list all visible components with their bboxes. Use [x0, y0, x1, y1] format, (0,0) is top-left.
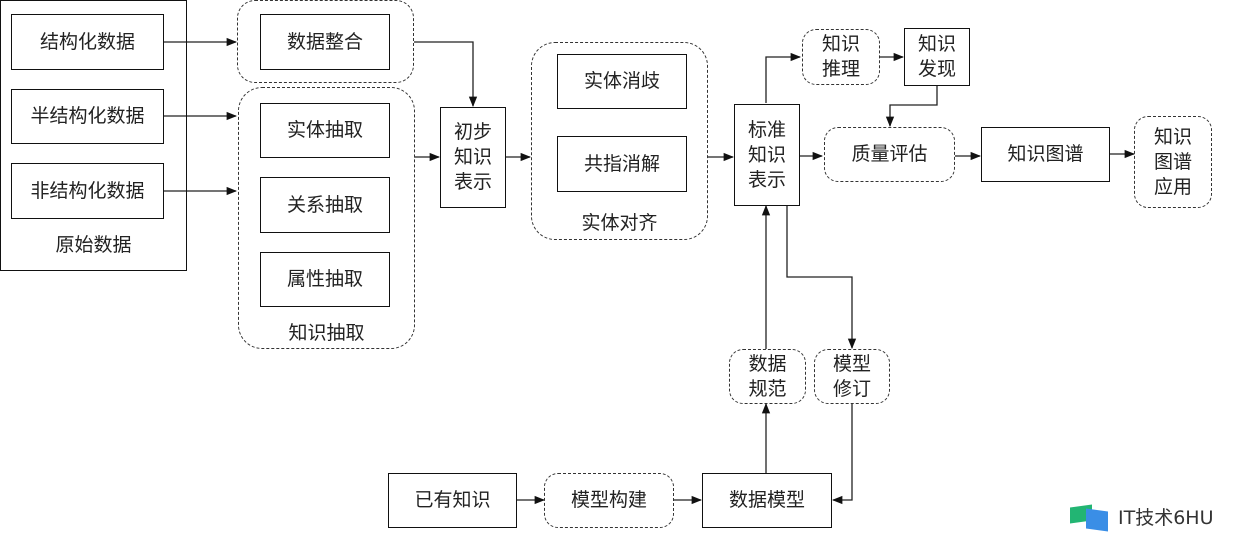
data-integration-group: [237, 0, 414, 83]
entity-extraction-node[interactable]: 实体抽取: [260, 103, 390, 158]
edge-integration-to-initial: [414, 41, 478, 108]
unstructured-data-node[interactable]: 非结构化数据: [11, 163, 164, 219]
standard-knowledge-representation-node[interactable]: 标准 知识 表示: [734, 104, 800, 206]
knowledge-extraction-caption: 知识抽取: [288, 322, 365, 344]
edge-revision-to-datamodel: [831, 404, 853, 505]
knowledge-extraction-group: [238, 87, 415, 349]
raw-data-group: [0, 0, 187, 271]
data-model-node[interactable]: 数据模型: [702, 473, 832, 528]
model-building-node[interactable]: 模型构建: [544, 473, 674, 528]
coreference-resolution-node[interactable]: 共指消解: [557, 136, 687, 192]
relation-extraction-node[interactable]: 关系抽取: [260, 177, 390, 233]
edge-discovery-to-quality: [885, 86, 938, 128]
watermark: IT技术6HU: [1070, 503, 1214, 532]
quality-assessment-node[interactable]: 质量评估: [824, 127, 955, 182]
watermark-logo-icon: [1070, 503, 1110, 532]
data-integration-node[interactable]: 数据整合: [260, 14, 390, 70]
entity-disambiguation-node[interactable]: 实体消歧: [557, 54, 687, 109]
watermark-text: IT技术6HU: [1118, 507, 1214, 529]
edge-standard-to-revision: [786, 206, 857, 350]
edge-standard-to-reasoning: [765, 52, 802, 103]
knowledge-graph-node[interactable]: 知识图谱: [981, 127, 1110, 182]
entity-alignment-group: [531, 42, 708, 240]
model-revision-node[interactable]: 模型 修订: [814, 349, 890, 404]
semi-structured-data-node[interactable]: 半结构化数据: [11, 89, 164, 144]
attribute-extraction-node[interactable]: 属性抽取: [260, 252, 390, 307]
structured-data-node[interactable]: 结构化数据: [11, 14, 164, 70]
initial-knowledge-representation-node[interactable]: 初步 知识 表示: [440, 107, 506, 208]
data-standard-node[interactable]: 数据 规范: [729, 349, 806, 404]
knowledge-graph-application-node[interactable]: 知识 图谱 应用: [1134, 116, 1212, 208]
raw-data-caption: 原始数据: [55, 234, 132, 256]
knowledge-discovery-node[interactable]: 知识 发现: [904, 28, 970, 86]
existing-knowledge-node[interactable]: 已有知识: [388, 473, 517, 528]
entity-alignment-caption: 实体对齐: [581, 212, 658, 234]
knowledge-reasoning-node[interactable]: 知识 推理: [802, 29, 880, 85]
